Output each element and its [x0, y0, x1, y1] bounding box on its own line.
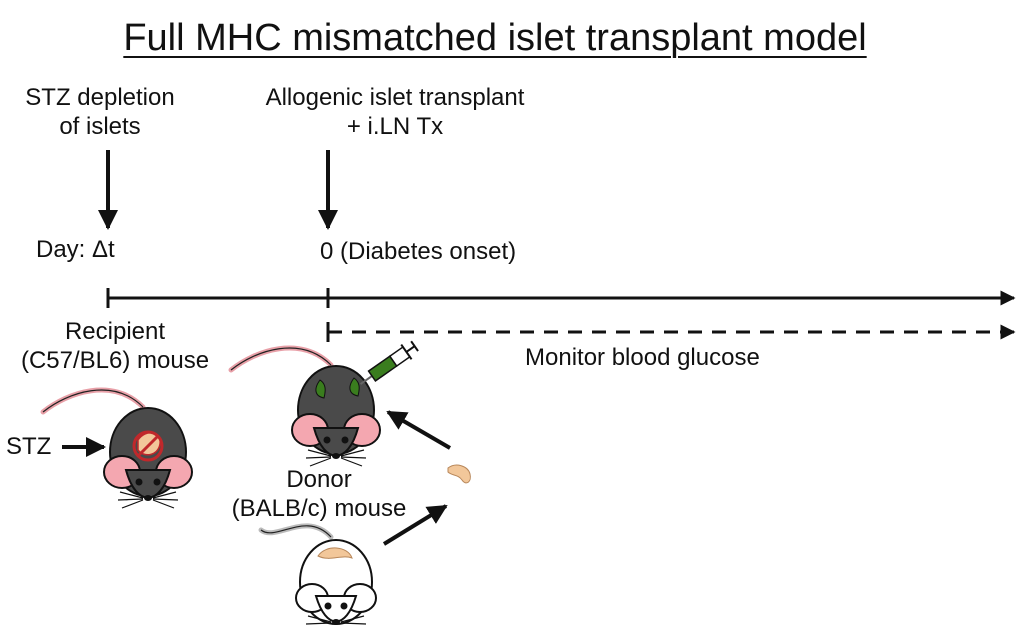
islet-graft-icon — [447, 464, 471, 484]
day-label: Day: Δt — [36, 236, 115, 263]
monitor-label: Monitor blood glucose — [525, 344, 760, 371]
syringe-icon — [359, 340, 419, 385]
diagram-title: Full MHC mismatched islet transplant mod… — [123, 17, 867, 59]
donor-label: Donor (BALB/c) mouse — [214, 466, 424, 524]
recipient-line1: Recipient — [64, 318, 166, 345]
stz-arrow-label: STZ — [6, 433, 52, 460]
monitor-timeline — [326, 322, 1016, 342]
stz-depletion-label: STZ depletion of islets — [0, 84, 200, 142]
transplant-line1: Allogenic islet transplant — [265, 84, 525, 111]
recipient-mouse-icon — [43, 390, 192, 508]
stz-depletion-line1: STZ depletion — [25, 84, 175, 111]
transplant-label: Allogenic islet transplant + i.LN Tx — [230, 84, 560, 142]
donor-line2: (BALB/c) mouse — [231, 494, 407, 522]
recipient-label: Recipient (C57/BL6) mouse — [0, 318, 230, 376]
donor-to-graft-arrow — [382, 504, 448, 546]
transplanted-mouse-icon — [231, 348, 380, 466]
main-timeline — [106, 288, 1016, 308]
onset-label: 0 (Diabetes onset) — [320, 238, 517, 265]
transplant-line2: + i.LN Tx — [346, 112, 444, 140]
recipient-line2: (C57/BL6) mouse — [20, 346, 210, 374]
graft-to-recipient-arrow — [386, 410, 452, 450]
donor-mouse-icon — [258, 523, 377, 625]
stz-depletion-line2: of islets — [59, 112, 141, 140]
donor-line1: Donor — [286, 466, 352, 493]
